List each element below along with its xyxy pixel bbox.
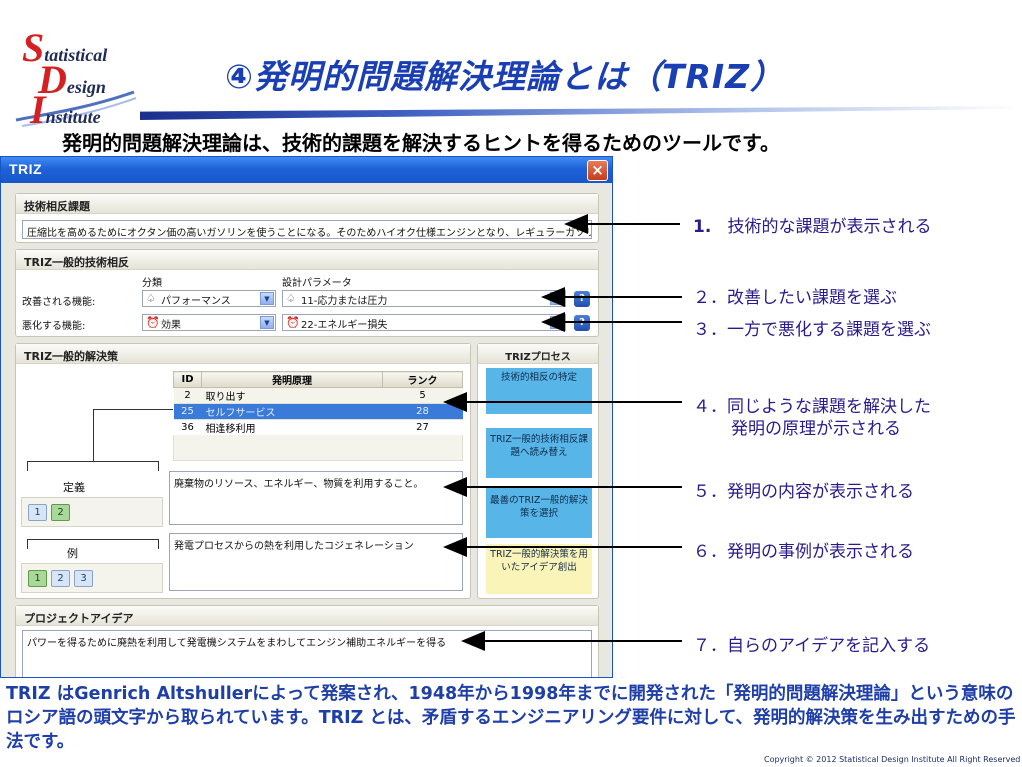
- annotation-3: ３．一方で悪化する課題を選ぶ: [693, 320, 931, 340]
- table-empty-area: [173, 435, 463, 461]
- general-contradiction-header: TRIZ一般的技術相反: [16, 250, 598, 270]
- table-header-row: ID 発明原理 ランク: [173, 371, 463, 388]
- process-step-3[interactable]: 最善のTRIZ一般的解決策を選択: [486, 486, 592, 538]
- project-idea-textarea[interactable]: パワーを得るために廃熱を利用して発電機システムをまわしてエンジン補助エネルギーを…: [22, 630, 592, 677]
- improve-label: 改善される機能:: [22, 297, 96, 308]
- process-group: TRIZプロセス 技術的相反の特定 TRIZ一般的技術相反課題へ読み替え 最善の…: [477, 343, 599, 599]
- window-titlebar[interactable]: TRIZ ×: [1, 157, 612, 183]
- logo-word-design: esign: [66, 77, 106, 97]
- improve-help-button[interactable]: ?: [574, 291, 590, 307]
- annotation-1: 1. 技術的な課題が表示される: [693, 217, 932, 237]
- clock-icon: ⏰: [146, 316, 160, 329]
- example-button-strip: 1 2 3: [21, 563, 163, 593]
- annotation-4-line2: 発明の原理が示される: [731, 419, 901, 439]
- connector-line: [27, 461, 159, 462]
- improve-parameter-select[interactable]: ♤ 11-応力または圧力 ▼: [282, 290, 566, 307]
- id-column-header[interactable]: ID: [173, 371, 202, 388]
- chevron-down-icon[interactable]: ▼: [260, 316, 274, 329]
- example-button-2[interactable]: 2: [51, 570, 70, 587]
- table-row-selected[interactable]: 25 セルフサービス 28: [173, 403, 463, 420]
- general-contradiction-group: TRIZ一般的技術相反 分類 設計パラメータ 改善される機能: ♤ パフォーマン…: [15, 249, 599, 337]
- example-button-1[interactable]: 1: [28, 570, 47, 587]
- contradiction-group: 技術相反課題 圧縮比を高めるためにオクタン価の高いガソリンを使うことになる。その…: [15, 193, 599, 243]
- improve-category-select[interactable]: ♤ パフォーマンス ▼: [142, 290, 276, 307]
- project-idea-header: プロジェクトアイデア: [16, 606, 598, 626]
- definition-button-strip: 1 2: [21, 497, 163, 527]
- window-title: TRIZ: [9, 161, 43, 177]
- clock-icon: ⏰: [286, 316, 300, 329]
- logo-letter-i: I: [30, 87, 46, 132]
- connector-line: [27, 539, 28, 549]
- logo-letter-s: S: [22, 25, 45, 70]
- connector-line: [93, 409, 173, 410]
- chevron-down-icon[interactable]: ▼: [260, 292, 274, 305]
- table-row[interactable]: 36 相逢移利用 27: [173, 419, 463, 436]
- slide-title: ④発明的問題解決理論とは（TRIZ）: [225, 57, 785, 96]
- principle-column-header[interactable]: 発明原理: [201, 371, 383, 388]
- copyright-notice: Copyright © 2012 Statistical Design Inst…: [764, 755, 1021, 764]
- logo-letter-d: D: [38, 57, 67, 102]
- process-header: TRIZプロセス: [478, 344, 598, 364]
- connector-line: [93, 409, 94, 461]
- example-label: 例: [67, 547, 78, 560]
- contradiction-textbox[interactable]: 圧縮比を高めるためにオクタン価の高いガソリンを使うことになる。そのためハイオク仕…: [22, 220, 592, 239]
- slide-subtitle: 発明的問題解決理論は、技術的課題を解決するヒントを得るためのツールです。: [62, 131, 780, 155]
- institute-logo: Statistical Design Institute: [8, 22, 138, 130]
- worsen-parameter-value: 22-エネルギー損失: [301, 320, 388, 331]
- general-solution-header: TRIZ一般的解決策: [16, 344, 470, 364]
- connector-line: [27, 461, 28, 471]
- connector-line: [158, 539, 159, 549]
- worsen-category-select[interactable]: ⏰ 効果 ▼: [142, 314, 276, 331]
- project-idea-group: プロジェクトアイデア パワーを得るために廃熱を利用して発電機システムをまわしてエ…: [15, 605, 599, 677]
- logo-word-statistical: tatistical: [44, 45, 108, 65]
- annotation-6: ６．発明の事例が表示される: [693, 542, 914, 562]
- definition-textbox[interactable]: 廃棄物のリソース、エネルギー、物質を利用すること。: [169, 471, 463, 525]
- definition-button-2[interactable]: 2: [51, 504, 70, 521]
- worsen-category-value: 効果: [161, 320, 181, 331]
- close-button[interactable]: ×: [587, 160, 608, 181]
- improve-category-value: パフォーマンス: [161, 296, 231, 307]
- connector-line: [27, 539, 159, 540]
- logo-swoosh-icon: [15, 90, 137, 127]
- principle-table: ID 発明原理 ランク 2 取り出す 5 25 セルフサービス 28 36 相逢…: [173, 371, 463, 436]
- category-column-label: 分類: [142, 278, 162, 289]
- annotation-7: ７．自らのアイデアを記入する: [693, 636, 931, 656]
- contradiction-header: 技術相反課題: [16, 194, 598, 214]
- annotation-5: ５．発明の内容が表示される: [693, 482, 914, 502]
- table-row[interactable]: 2 取り出す 5: [173, 387, 463, 404]
- triz-description: TRIZ はGenrich Altshullerによって発案され、1948年から…: [6, 684, 1016, 752]
- process-step-1[interactable]: 技術的相反の特定: [486, 368, 592, 414]
- parameter-column-label: 設計パラメータ: [282, 278, 352, 289]
- annotation-2: ２．改善したい課題を選ぶ: [693, 288, 897, 308]
- parameter-icon: ♤: [286, 292, 296, 305]
- triz-window: TRIZ × 技術相反課題 圧縮比を高めるためにオクタン価の高いガソリンを使うこ…: [0, 156, 613, 678]
- process-step-2[interactable]: TRIZ一般的技術相反課題へ読み替え: [486, 428, 592, 478]
- worsen-label: 悪化する機能:: [22, 321, 86, 332]
- example-textbox[interactable]: 発電プロセスからの熱を利用したコジェネレーション: [169, 533, 463, 591]
- worsen-parameter-select[interactable]: ⏰ 22-エネルギー損失 ▼: [282, 314, 566, 331]
- connector-line: [158, 461, 159, 471]
- performance-icon: ♤: [146, 292, 156, 305]
- definition-button-1[interactable]: 1: [28, 504, 47, 521]
- annotation-4-line1: ４．同じような課題を解決した: [693, 397, 931, 417]
- example-button-3[interactable]: 3: [74, 570, 93, 587]
- improve-parameter-value: 11-応力または圧力: [301, 296, 388, 307]
- rank-column-header[interactable]: ランク: [382, 371, 463, 388]
- definition-label: 定義: [63, 481, 85, 494]
- logo-word-institute: nstitute: [45, 107, 101, 127]
- process-step-4[interactable]: TRIZ一般的解決策を用いたアイデア創出: [486, 544, 592, 594]
